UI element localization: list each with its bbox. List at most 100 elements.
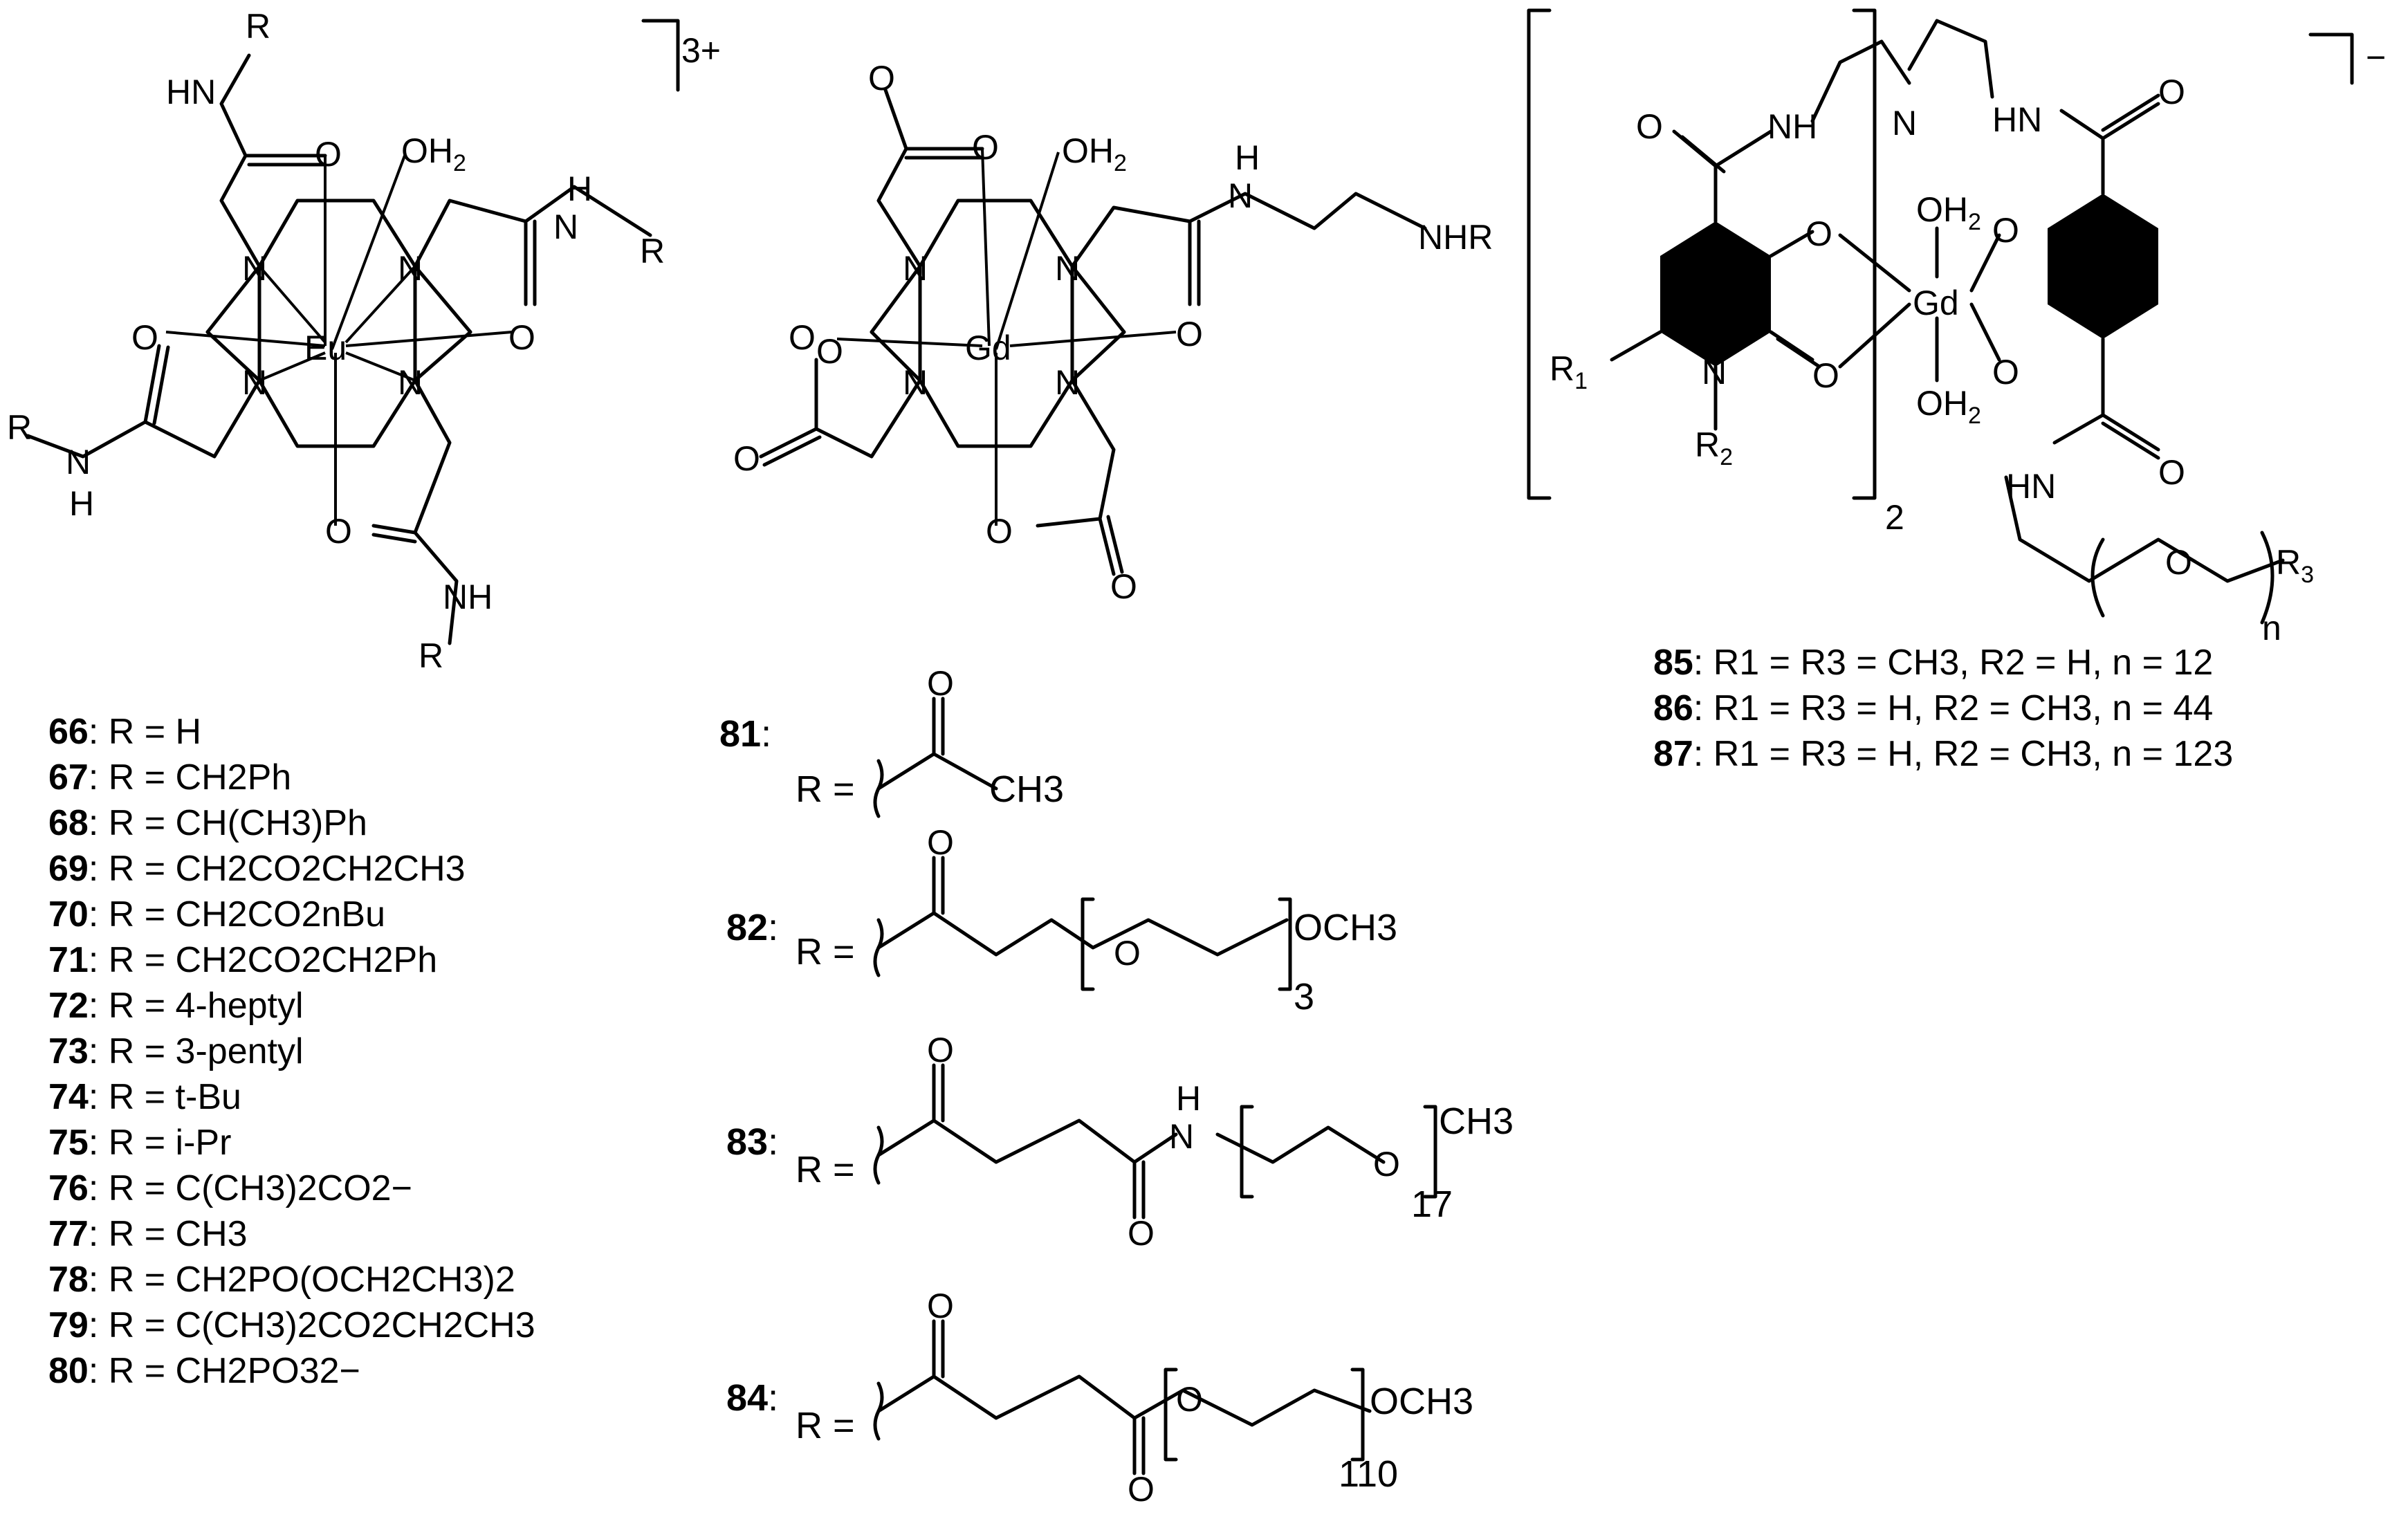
legend-row-85: 85: R1 = R3 = CH3, R2 = H, n = 12 [1653, 640, 2233, 685]
legend-row-74: 74: R = t-Bu [48, 1074, 535, 1120]
o-atom: O [1176, 1380, 1203, 1419]
legend-row-79: 79: R = C(CH3)2CO2CH2CH3 [48, 1302, 535, 1348]
compound-id: 75 [48, 1123, 89, 1163]
eu-series-legend: 66: R = H 67: R = CH2Ph 68: R = CH(CH3)P… [48, 709, 535, 1394]
legend-row-76: 76: R = C(CH3)2CO2− [48, 1166, 535, 1211]
o-atom: O [1176, 315, 1203, 353]
o-atom: O [2158, 73, 2185, 111]
r2-label: R2 [1695, 425, 1733, 470]
hn-label: HN [2006, 467, 2056, 506]
n-atom: N [1055, 363, 1080, 402]
hn-label: HN [1992, 100, 2042, 139]
legend-row-66: 66: R = H [48, 709, 535, 755]
compound-id: 76 [48, 1168, 89, 1208]
end-group-84: OCH3 [1370, 1381, 1474, 1422]
n-atom: N [903, 249, 928, 288]
compound-substituent: : R = CH2CO2nBu [88, 894, 386, 935]
compound-substituent: : R1 = R3 = H, R2 = CH3, n = 123 [1693, 734, 2234, 774]
n-atom: N [66, 443, 91, 481]
r-label: R [640, 232, 665, 270]
o-atom: O [2158, 453, 2185, 492]
compound-substituent: : R = CH2CO2CH2Ph [88, 940, 438, 980]
end-group-83: CH3 [1439, 1101, 1514, 1142]
repeat-83: 17 [1411, 1184, 1453, 1225]
compound-id: 73 [48, 1031, 89, 1071]
compound-id: 67 [48, 757, 89, 798]
n-atom: N [1228, 176, 1253, 215]
compound-substituent: : R = C(CH3)2CO2− [88, 1168, 412, 1208]
n-atom: N [1702, 353, 1727, 392]
compound-substituent: : R = 4-heptyl [88, 986, 304, 1026]
o-atom: O [1992, 211, 2019, 250]
r-group-fragments: O O O O O H N O O O O [873, 664, 1437, 1509]
legend-row-87: 87: R1 = R3 = H, R2 = CH3, n = 123 [1653, 731, 2233, 777]
n-atom: N [398, 249, 423, 288]
r-equals-84: R = [796, 1405, 855, 1446]
legend-row-71: 71: R = CH2CO2CH2Ph [48, 937, 535, 983]
compound-id: 87 [1653, 734, 1693, 774]
nh-label: NH [1767, 107, 1817, 146]
r3-label: R3 [2276, 543, 2314, 588]
hopo-series-legend: 85: R1 = R3 = CH3, R2 = H, n = 12 86: R1… [1653, 640, 2233, 777]
o-atom: O [1128, 1214, 1155, 1253]
compound-substituent: : R = CH2PO(OCH2CH3)2 [88, 1260, 515, 1300]
legend-row-77: 77: R = CH3 [48, 1211, 535, 1257]
compound-substituent: : R = 3-pentyl [88, 1031, 304, 1071]
repeat-82: 3 [1294, 976, 1315, 1018]
hn-label: HN [166, 73, 216, 111]
compound-substituent: : R = H [88, 712, 202, 752]
compound-substituent: : R1 = R3 = H, R2 = CH3, n = 44 [1693, 688, 2214, 728]
o-atom: O [1114, 934, 1141, 973]
compound-id: 81 [719, 713, 762, 755]
o-atom: O [816, 332, 843, 371]
o-atom: O [1128, 1470, 1155, 1509]
gd-dota-monoamide-structure: Gd N N N N O O OH2 O O O O O O H N NHR [733, 59, 1493, 606]
label-84: 84: [726, 1377, 779, 1419]
compound-id: 85 [1653, 643, 1693, 683]
compound-id: 70 [48, 894, 89, 935]
repeat-84: 110 [1339, 1453, 1399, 1495]
o-atom: O [1812, 356, 1839, 395]
r-label: R [7, 408, 32, 447]
r-label: R [419, 636, 443, 675]
compound-substituent: : R = C(CH3)2CO2CH2CH3 [88, 1305, 535, 1345]
compound-id: 77 [48, 1214, 89, 1254]
o-atom: O [733, 439, 760, 478]
compound-substituent: : R = i-Pr [88, 1123, 232, 1163]
legend-row-73: 73: R = 3-pentyl [48, 1029, 535, 1074]
compound-id: 86 [1653, 688, 1693, 728]
compound-id: 71 [48, 940, 89, 980]
o-atom: O [315, 135, 342, 174]
h-label: H [69, 484, 94, 523]
o-atom: O [1805, 214, 1832, 253]
o-atom: O [927, 823, 954, 862]
nhr-label: NHR [1418, 218, 1493, 257]
water-label: OH2 [1916, 190, 1981, 235]
legend-row-78: 78: R = CH2PO(OCH2CH3)2 [48, 1257, 535, 1302]
label-83: 83: [726, 1121, 779, 1163]
h-label: H [567, 169, 592, 208]
n-atom: N [553, 208, 578, 246]
h-label: H [1235, 138, 1260, 177]
n-atom: N [1055, 249, 1080, 288]
compound-substituent: : R = CH2CO2CH2CH3 [88, 849, 466, 889]
o-atom: O [2165, 543, 2192, 582]
charge-label: − [2366, 38, 2386, 77]
o-atom: O [508, 318, 535, 357]
n-atom: N [398, 363, 423, 402]
compound-substituent: : R = CH(CH3)Ph [88, 803, 367, 843]
n-atom: N [1892, 104, 1917, 142]
o-atom: O [131, 318, 158, 357]
legend-row-67: 67: R = CH2Ph [48, 755, 535, 800]
end-group-82: OCH3 [1294, 907, 1398, 948]
legend-row-86: 86: R1 = R3 = H, R2 = CH3, n = 44 [1653, 685, 2233, 731]
compound-id: 79 [48, 1305, 89, 1345]
legend-row-70: 70: R = CH2CO2nBu [48, 892, 535, 937]
label-82: 82: [726, 907, 779, 948]
nh-label: NH [443, 578, 493, 616]
water-label: OH2 [401, 131, 466, 176]
compound-id: 72 [48, 986, 89, 1026]
legend-row-72: 72: R = 4-heptyl [48, 983, 535, 1029]
o-atom: O [927, 1287, 954, 1325]
